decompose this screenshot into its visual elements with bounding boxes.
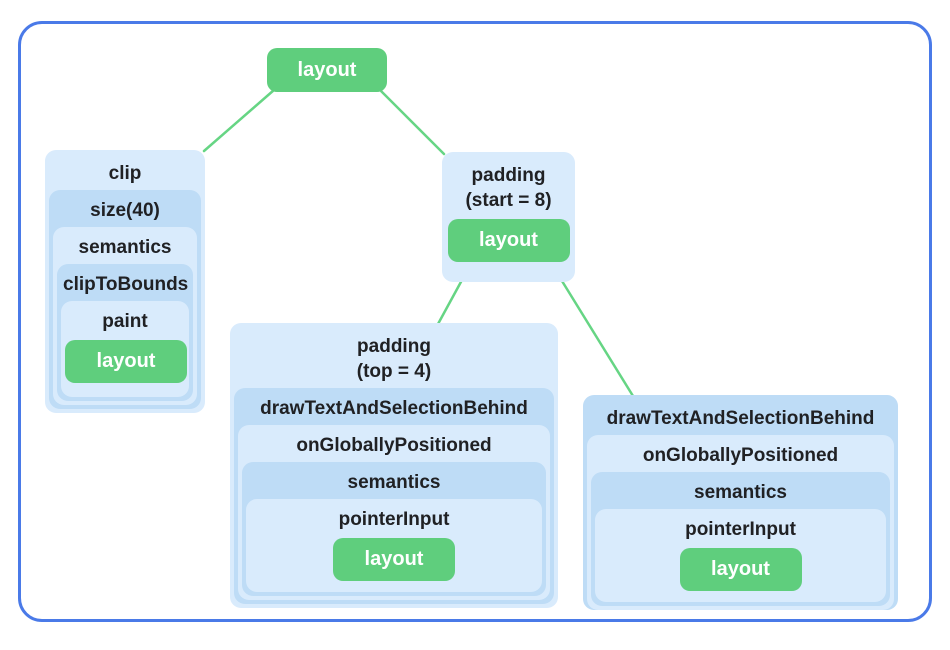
modifier-node-label: semantics xyxy=(694,482,787,503)
modifier-node-label: onGloballyPositioned xyxy=(642,445,839,466)
modifier-node-label: drawTextAndSelectionBehind xyxy=(260,398,528,419)
modifier-node-size-40: size(40) semantics clipToBounds paint layout xyxy=(49,190,201,409)
tree-padding-start-chain: padding (start = 8) layout xyxy=(442,152,575,282)
modifier-node-label: drawTextAndSelectionBehind xyxy=(606,408,875,429)
modifier-node-label: size(40) xyxy=(90,200,160,221)
modifier-node-label: onGloballyPositioned xyxy=(296,435,492,456)
tree-clip-chain: clip size(40) semantics clipToBounds paint la… xyxy=(45,150,205,413)
modifier-node-layout: layout xyxy=(65,340,187,383)
tree-root: layout xyxy=(267,48,387,92)
modifier-node-label: clipToBounds xyxy=(63,274,189,295)
modifier-node-layout: layout xyxy=(333,538,455,581)
modifier-node-drawtextandselectionbehind: drawTextAndSelectionBehind onGloballyPosi… xyxy=(583,395,898,610)
modifier-node-clip: clip size(40) semantics clipToBounds paint la… xyxy=(45,150,205,413)
modifier-node-layout: layout xyxy=(447,219,570,262)
modifier-node-cliptobounds: clipToBounds paint layout xyxy=(57,264,193,401)
tree-padding-top-chain: padding (top = 4) drawTextAndSelectionBeh… xyxy=(230,323,558,608)
modifier-node-pointerinput: pointerInput layout xyxy=(246,499,542,592)
modifier-node-label: padding (top = 4) xyxy=(356,336,432,382)
modifier-node-label: pointerInput xyxy=(338,509,450,530)
modifier-node-padding-start-8: padding (start = 8) layout xyxy=(442,152,575,282)
modifier-node-label: padding (start = 8) xyxy=(465,165,552,211)
modifier-node-label: clip xyxy=(108,163,142,184)
modifier-node-ongloballypositioned: onGloballyPositioned semantics pointerInpu… xyxy=(238,425,550,600)
diagram-border-frame xyxy=(18,21,932,622)
modifier-node-label: paint xyxy=(102,311,148,332)
modifier-node-semantics: semantics pointerInput layout xyxy=(242,462,546,596)
modifier-node-label: semantics xyxy=(78,237,172,258)
modifier-node-label: pointerInput xyxy=(685,519,796,540)
modifier-node-layout: layout xyxy=(267,48,387,92)
modifier-node-label: semantics xyxy=(347,472,441,493)
modifier-node-pointerinput: pointerInput layout xyxy=(595,509,886,602)
modifier-node-drawtextandselectionbehind: drawTextAndSelectionBehind onGloballyPosi… xyxy=(234,388,554,604)
modifier-node-ongloballypositioned: onGloballyPositioned semantics pointerInpu… xyxy=(587,435,894,610)
modifier-node-paint: paint layout xyxy=(61,301,189,397)
modifier-node-layout: layout xyxy=(679,548,802,591)
tree-drawtext-chain: drawTextAndSelectionBehind onGloballyPosi… xyxy=(583,395,898,610)
modifier-node-padding-top-4: padding (top = 4) drawTextAndSelectionBeh… xyxy=(230,323,558,608)
modifier-node-semantics: semantics pointerInput layout xyxy=(591,472,890,606)
modifier-node-semantics: semantics clipToBounds paint layout xyxy=(53,227,197,405)
